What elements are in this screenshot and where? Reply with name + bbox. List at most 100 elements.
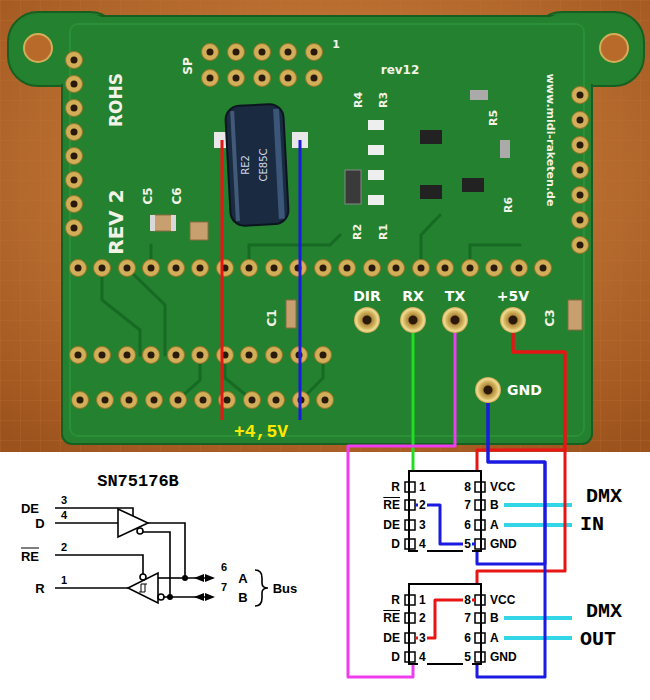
pin-number: 4: [418, 536, 427, 552]
silkscreen-label: R5: [488, 110, 499, 126]
part-number: SN75176B: [97, 473, 179, 490]
pin-name: RE: [21, 548, 39, 563]
supply-wire: [299, 140, 302, 420]
signal-label: DMX: [586, 487, 622, 507]
pin-number: 1: [418, 479, 427, 495]
electrolytic-capacitor: [225, 104, 289, 227]
pin-number: 3: [418, 517, 427, 533]
circuit-board: [8, 12, 644, 444]
pin-number: 5: [463, 649, 472, 665]
supply-wire: [221, 140, 224, 420]
solder-pad: TX: [442, 287, 468, 333]
paper-grid: [0, 0, 650, 452]
wire: [348, 333, 455, 677]
pin-number: 7: [221, 582, 227, 593]
pin-name: DE: [21, 502, 39, 515]
pin-number: 2: [61, 542, 67, 553]
pin-number: 8: [463, 592, 472, 608]
silkscreen-label: SP: [182, 57, 194, 74]
pad-ring: [500, 307, 526, 333]
pin-number: 4: [61, 510, 67, 521]
wire: [477, 333, 565, 583]
silkscreen-label: R6: [503, 197, 514, 213]
pin-number: 7: [463, 497, 472, 513]
pin-number: 7: [463, 610, 472, 626]
pin-name: D: [391, 649, 400, 665]
pin-number: 8: [463, 479, 472, 495]
pad-label: DIR: [353, 287, 381, 305]
silkscreen-label: REV 2: [106, 189, 126, 254]
pin-name: R: [391, 592, 400, 608]
pin-name: D: [391, 536, 400, 552]
header-pads: [66, 44, 589, 409]
silkscreen-label: 1: [332, 39, 340, 50]
silkscreen-label: C6: [171, 187, 183, 204]
solder-pad: RX: [400, 287, 426, 333]
pin-name: D: [35, 517, 44, 530]
silkscreen-label: R3: [378, 92, 389, 108]
pin-number: 2: [418, 497, 427, 513]
sn75176b-symbol: [55, 508, 268, 606]
pin-name: A: [238, 572, 247, 585]
solder-pad: +5V: [497, 287, 530, 333]
photo-background: [0, 0, 650, 452]
silkscreen-label: www.midi-raketen.de: [545, 74, 556, 207]
silkscreen-label: R2: [352, 224, 363, 240]
pad-ring: [442, 307, 468, 333]
solder-pad: DIR: [353, 287, 381, 333]
pin-name: A: [490, 517, 499, 533]
pin-name: DE: [383, 630, 400, 646]
pin-name: RE: [383, 610, 400, 626]
pin-name: Bus: [273, 582, 298, 595]
pad-ring: [354, 307, 380, 333]
wire: [477, 403, 545, 677]
silkscreen-label: R1: [378, 224, 389, 240]
pin-name: GND: [490, 649, 517, 665]
signal-label: DMX: [586, 602, 622, 622]
silkscreen-label: ROHS: [108, 73, 125, 127]
component-marking: CE85C: [259, 148, 269, 181]
pin-name: R: [391, 479, 400, 495]
pin-name: B: [490, 610, 499, 626]
pin-number: 1: [418, 592, 427, 608]
pin-number: 2: [418, 610, 427, 626]
pad-ring: [475, 377, 501, 403]
component-marking: RE2: [241, 155, 251, 175]
pin-number: 6: [463, 630, 472, 646]
pin-name: B: [490, 497, 499, 513]
wire-layer: [348, 333, 565, 677]
copper-traces: [102, 215, 520, 400]
pad-label: GND: [507, 381, 542, 399]
pin-name: RE: [383, 497, 400, 513]
pin-number: 5: [463, 536, 472, 552]
ic-package: R18VCCRE27BDE36AD45GND: [408, 470, 482, 552]
pin-number: 4: [418, 649, 427, 665]
pin-number: 6: [463, 517, 472, 533]
pin-name: B: [238, 591, 247, 604]
signal-label: IN: [580, 515, 604, 535]
silkscreen-label: R4: [353, 92, 364, 108]
ic-package: R18VCCRE27BDE36AD45GND: [408, 583, 482, 665]
smd-components: [150, 90, 582, 330]
pad-label: RX: [400, 287, 426, 305]
voltage-label: +4,5V: [234, 423, 288, 441]
silkscreen-label: C5: [142, 187, 154, 204]
pad-label: TX: [442, 287, 468, 305]
pin-number: 1: [61, 575, 67, 586]
silkscreen-label: C1: [266, 309, 278, 326]
pin-name: GND: [490, 536, 517, 552]
pin-number: 6: [221, 562, 227, 573]
pin-name: DE: [383, 517, 400, 533]
bus-arrows: [167, 574, 215, 601]
pin-number: 3: [61, 495, 67, 506]
solder-pad: GND: [475, 377, 542, 403]
wire: [412, 333, 415, 470]
signal-label: OUT: [580, 630, 616, 650]
silkscreen-label: rev12: [381, 64, 420, 76]
silkscreen-label: C3: [544, 309, 556, 326]
pin-number: 3: [418, 630, 427, 646]
pad-ring: [400, 307, 426, 333]
pin-name: A: [490, 630, 499, 646]
pin-squares: [405, 482, 485, 662]
